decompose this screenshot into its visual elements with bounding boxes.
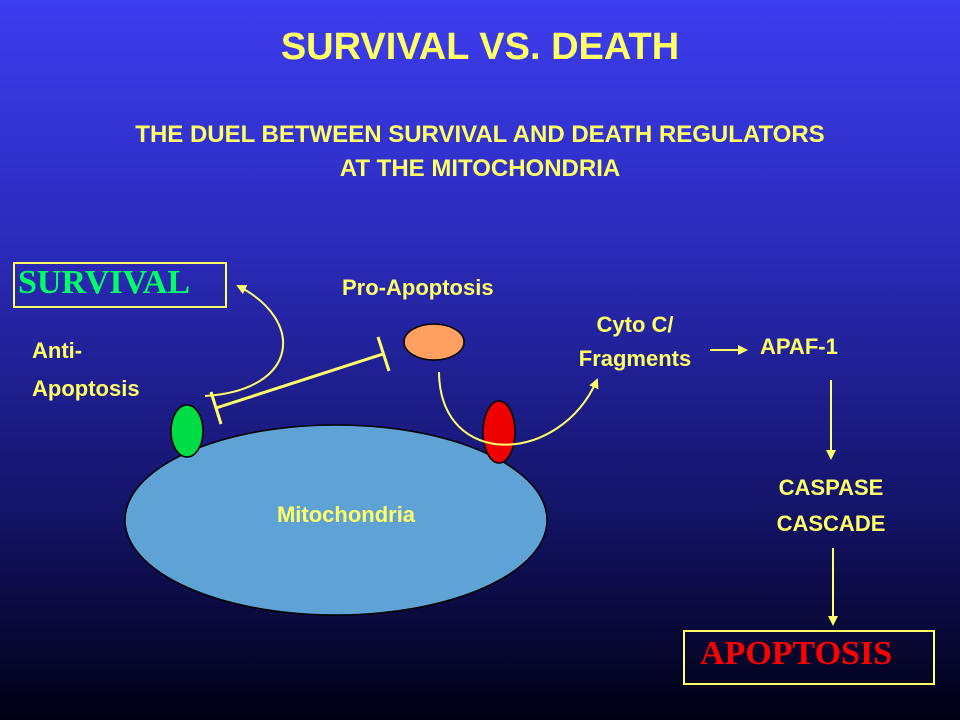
survival-arrow — [204, 285, 285, 397]
pro-apoptosis-membrane-protein — [482, 400, 516, 464]
mitochondria-label: Mitochondria — [276, 502, 416, 527]
caspase-line-2: CASCADE — [776, 511, 886, 536]
cyto-line-2: Fragments — [578, 346, 692, 371]
inhibition-bar-left — [209, 391, 223, 425]
caspase-line-1: CASPASE — [778, 475, 884, 500]
mitochondria-ellipse — [124, 424, 548, 616]
page-subtitle: THE DUEL BETWEEN SURVIVAL AND DEATH REGU… — [0, 118, 960, 186]
caspase-cascade-label: CASPASE CASCADE — [740, 470, 922, 542]
cyto-c-label: Cyto C/ Fragments — [550, 308, 720, 376]
apoptosis-box — [683, 630, 935, 685]
anti-apoptosis-protein — [170, 404, 204, 458]
inhibition-bar-right — [376, 336, 391, 372]
inhibition-line — [215, 352, 384, 410]
anti-apoptosis-line-2: Apoptosis — [32, 376, 140, 401]
apaf-1-label: APAF-1 — [760, 334, 838, 359]
cyto-release-arrow — [438, 371, 599, 446]
survival-label: SURVIVAL — [18, 264, 191, 301]
subtitle-line-2: AT THE MITOCHONDRIA — [339, 155, 621, 182]
apoptosis-label: APOPTOSIS — [700, 635, 893, 672]
cyto-line-1: Cyto C/ — [596, 312, 674, 337]
pro-apoptosis-protein — [403, 323, 465, 361]
page-title: SURVIVAL VS. DEATH — [280, 26, 680, 68]
anti-apoptosis-line-1: Anti- — [32, 338, 83, 363]
subtitle-line-1: THE DUEL BETWEEN SURVIVAL AND DEATH REGU… — [135, 121, 825, 148]
survival-box — [13, 262, 227, 308]
anti-apoptosis-label: Anti- Apoptosis — [32, 332, 140, 408]
pro-apoptosis-label: Pro-Apoptosis — [342, 275, 494, 300]
